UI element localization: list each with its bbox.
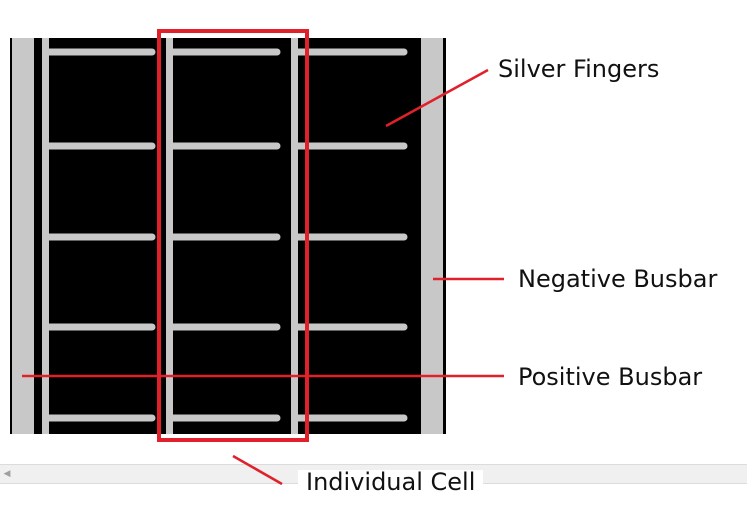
individual-cell-highlight	[157, 29, 309, 442]
negative-busbar	[421, 38, 443, 434]
silver-fingers-pointer	[385, 68, 489, 128]
positive-busbar-label: Positive Busbar	[518, 363, 703, 391]
scroll-left-arrow-icon[interactable]: ◀	[3, 469, 11, 479]
individual-cell-pointer	[232, 454, 283, 486]
negative-busbar-label: Negative Busbar	[518, 265, 718, 293]
silver-fingers-label: Silver Fingers	[498, 55, 660, 83]
silver-fingers	[44, 48, 408, 422]
individual-cell-label: Individual Cell	[298, 470, 484, 494]
left-busbar	[12, 38, 34, 434]
